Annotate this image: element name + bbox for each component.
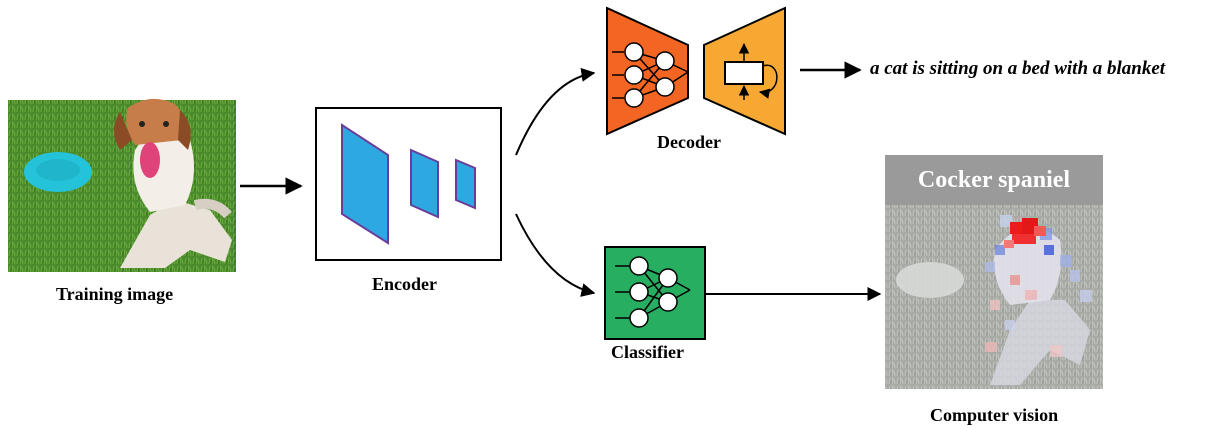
- neural-net-icon: [612, 42, 689, 108]
- encoder-layer-1: [341, 123, 389, 245]
- encoder-block: [315, 107, 502, 261]
- classifier-label: Classifier: [611, 342, 684, 362]
- dog-icon: [114, 98, 232, 268]
- computer-vision-label: Computer vision: [930, 405, 1059, 425]
- classifier-block: [604, 246, 706, 340]
- decoder-label: Decoder: [657, 132, 721, 152]
- recurrent-cell-icon: [724, 42, 778, 100]
- caption-output: a cat is sitting on a bed with a blanket: [870, 58, 1166, 79]
- training-image: [8, 98, 236, 272]
- encoder-layer-2: [410, 148, 439, 219]
- encoder-label: Encoder: [372, 274, 437, 294]
- arrow-icon: [515, 67, 596, 156]
- training-image-label: Training image: [56, 284, 174, 304]
- encoder-layer-3: [455, 158, 476, 210]
- saliency-image: [885, 205, 1103, 389]
- prediction-banner: Cocker spaniel: [885, 155, 1103, 205]
- neural-net-icon: [615, 256, 691, 328]
- arrow-icon: [515, 213, 596, 297]
- saliency-hotspot: [1004, 218, 1046, 248]
- decoder-block: [606, 6, 786, 136]
